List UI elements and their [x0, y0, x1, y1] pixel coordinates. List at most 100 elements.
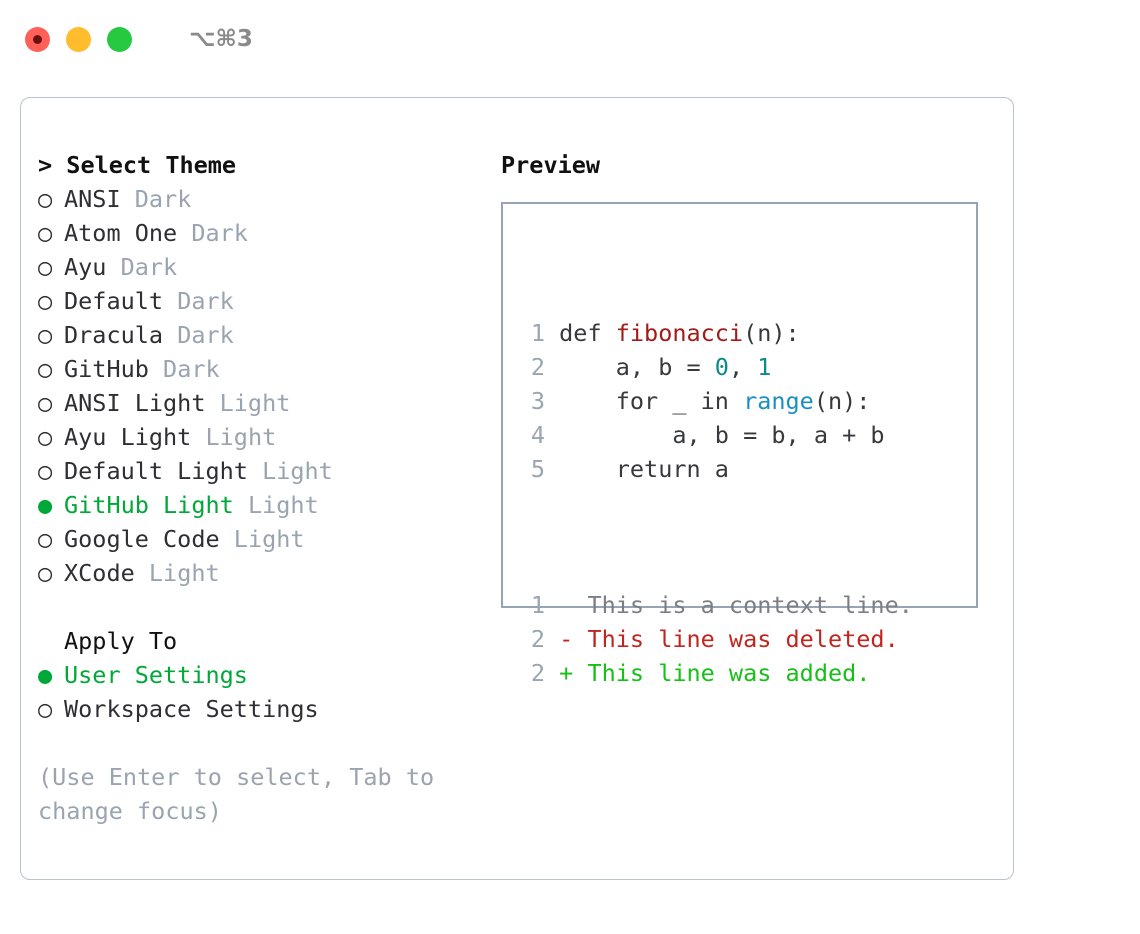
apply-option-workspace-settings[interactable]: ○ Workspace Settings — [38, 692, 483, 726]
theme-variant-tag: Light — [148, 559, 220, 587]
code-line: 4 a, b = b, a + b — [517, 418, 913, 452]
theme-option-github[interactable]: ○ GitHub Dark — [38, 352, 483, 386]
code-token: 0 — [714, 353, 729, 381]
line-number: 2 — [530, 353, 545, 381]
theme-variant-tag: Dark — [134, 185, 192, 213]
line-number: 5 — [530, 455, 545, 483]
theme-option-label: Google Code — [64, 525, 220, 553]
line-number: 3 — [530, 387, 545, 415]
radio-unselected-icon: ○ — [38, 253, 53, 281]
code-token: a, b = — [559, 353, 715, 381]
line-number: 2 — [530, 625, 545, 653]
theme-option-default[interactable]: ○ Default Dark — [38, 284, 483, 318]
radio-unselected-icon: ○ — [38, 287, 53, 315]
code-token: a, b = b, a + b — [559, 421, 885, 449]
keyboard-hint-line-2: change focus) — [38, 797, 222, 825]
radio-unselected-icon: ○ — [38, 185, 53, 213]
radio-unselected-icon: ○ — [38, 219, 53, 247]
code-line: 3 for _ in range(n): — [517, 384, 913, 418]
code-token: def — [559, 319, 616, 347]
window-controls — [25, 26, 132, 52]
apply-option-label: User Settings — [64, 661, 248, 689]
theme-option-label: GitHub Light — [64, 491, 234, 519]
theme-list: ○ ANSI Dark ○ Atom One Dark ○ Ayu Dark ○ Defaul… — [38, 182, 483, 590]
radio-unselected-icon: ○ — [38, 389, 53, 417]
theme-option-label: Default — [64, 287, 164, 315]
radio-unselected-icon: ○ — [38, 321, 53, 349]
code-token: fibonacci — [615, 319, 744, 347]
select-theme-heading: > Select Theme — [38, 151, 237, 179]
diff-line-text: + This line was added. — [559, 659, 871, 687]
diff-line: 2 - This line was deleted. — [517, 622, 913, 656]
code-token: return a — [559, 455, 729, 483]
theme-variant-tag: Dark — [191, 219, 248, 247]
apply-option-user-settings[interactable]: ● User Settings — [38, 658, 483, 692]
theme-option-label: Default Light — [64, 457, 248, 485]
theme-variant-tag: Light — [247, 491, 319, 519]
keyboard-shortcut-label: ⌥⌘3 — [189, 26, 253, 52]
apply-option-label: Workspace Settings — [64, 695, 319, 723]
theme-option-ayu-light[interactable]: ○ Ayu Light Light — [38, 420, 483, 454]
theme-selection-column: > Select Theme ○ANSI Dark○Atom One Dark○… — [38, 148, 483, 828]
maximize-button[interactable] — [107, 26, 132, 52]
radio-unselected-icon: ○ — [38, 525, 53, 553]
diff-sample: 1 This is a context line.2 - This line w… — [517, 588, 913, 690]
theme-variant-tag: Dark — [177, 321, 234, 349]
code-token: 1 — [757, 353, 772, 381]
preview-column: Preview 1 def fibonacci(n):2 a, b = 0, 1… — [501, 148, 1001, 687]
theme-variant-tag: Light — [233, 525, 305, 553]
theme-option-google-code[interactable]: ○ Google Code Light — [38, 522, 483, 556]
theme-option-label: Ayu — [64, 253, 107, 281]
radio-unselected-icon: ○ — [38, 423, 53, 451]
theme-option-ansi-light[interactable]: ○ANSI Light Light — [38, 386, 483, 420]
theme-option-label: Ayu Light — [64, 423, 192, 451]
theme-variant-tag: Light — [262, 457, 333, 485]
close-button[interactable] — [25, 26, 50, 52]
theme-option-xcode[interactable]: ○ XCode Light — [38, 556, 483, 590]
code-token: , — [728, 353, 758, 381]
apply-to-heading: Apply To — [64, 627, 178, 655]
title-bar: ⌥⌘3 — [0, 0, 1140, 78]
theme-option-ayu[interactable]: ○ Ayu Dark — [38, 250, 483, 284]
radio-selected-icon: ● — [38, 491, 53, 519]
radio-unselected-icon: ○ — [38, 457, 53, 485]
code-token: (n): — [813, 387, 871, 415]
theme-option-ansi[interactable]: ○ ANSI Dark — [38, 182, 483, 216]
line-number: 2 — [530, 659, 545, 687]
code-line: 5 return a — [517, 452, 913, 486]
spacer — [38, 590, 483, 624]
radio-unselected-icon: ○ — [38, 559, 53, 587]
theme-option-label: GitHub — [64, 355, 149, 383]
radio-selected-icon: ● — [38, 661, 53, 689]
apply-to-list: ● User Settings ○ Workspace Settings — [38, 658, 483, 726]
main-panel: > Select Theme ○ANSI Dark○Atom One Dark○… — [20, 97, 1014, 880]
theme-variant-tag: Dark — [120, 253, 178, 281]
theme-variant-tag: Light — [219, 389, 291, 417]
theme-option-github-light[interactable]: ● GitHub Light Light — [38, 488, 483, 522]
minimize-button[interactable] — [66, 26, 91, 52]
theme-option-label: XCode — [64, 559, 135, 587]
radio-unselected-icon: ○ — [38, 695, 53, 723]
diff-line-text: - This line was deleted. — [559, 625, 899, 653]
theme-variant-tag: Dark — [163, 355, 220, 383]
diff-line-text: This is a context line. — [559, 591, 913, 619]
keyboard-hint-line-1: (Use Enter to select, Tab to — [38, 763, 435, 791]
theme-option-atom-one[interactable]: ○ Atom One Dark — [38, 216, 483, 250]
theme-variant-tag: Light — [205, 423, 277, 451]
theme-option-label: Atom One — [64, 219, 178, 247]
diff-line: 2 + This line was added. — [517, 656, 913, 690]
preview-heading: Preview — [501, 151, 601, 179]
theme-option-default-light[interactable]: ○ Default Light Light — [38, 454, 483, 488]
theme-option-label: ANSI — [64, 185, 121, 213]
code-token: for _ in — [559, 387, 744, 415]
theme-variant-tag: Dark — [177, 287, 234, 315]
theme-option-dracula[interactable]: ○Dracula Dark — [38, 318, 483, 352]
radio-unselected-icon: ○ — [38, 355, 53, 383]
line-number: 4 — [530, 421, 545, 449]
code-line: 1 def fibonacci(n): — [517, 316, 913, 350]
line-number: 1 — [530, 319, 545, 347]
